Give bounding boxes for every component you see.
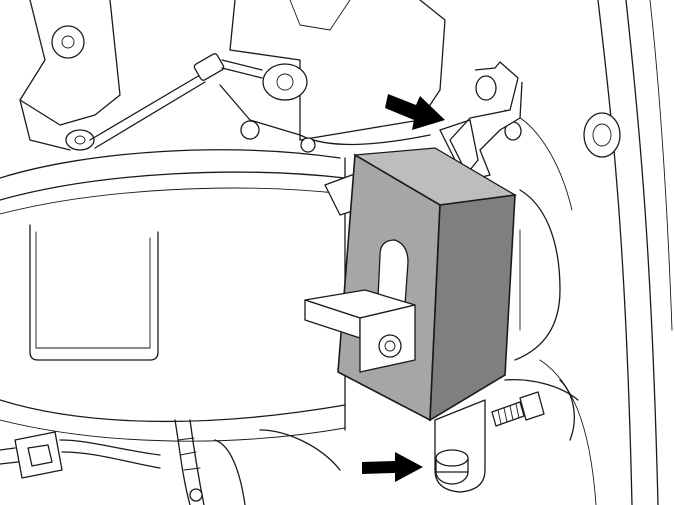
module-bolt-lower [435,449,469,485]
control-module [337,147,517,422]
body-panel [504,0,673,505]
panel-bolt-upper [504,112,621,158]
wire-harness [174,419,341,505]
mounting-plate [219,0,446,153]
module-lower-bracket [434,399,486,493]
pointer-arrow-icon [385,94,445,130]
stud-bolt [491,379,579,427]
linkage-cable [89,53,263,149]
module-side-bracket [304,289,416,373]
pointer-arrow-icon [362,452,423,482]
upper-bracket [19,0,121,151]
round-housing [0,149,346,442]
harness-connector [0,431,161,479]
